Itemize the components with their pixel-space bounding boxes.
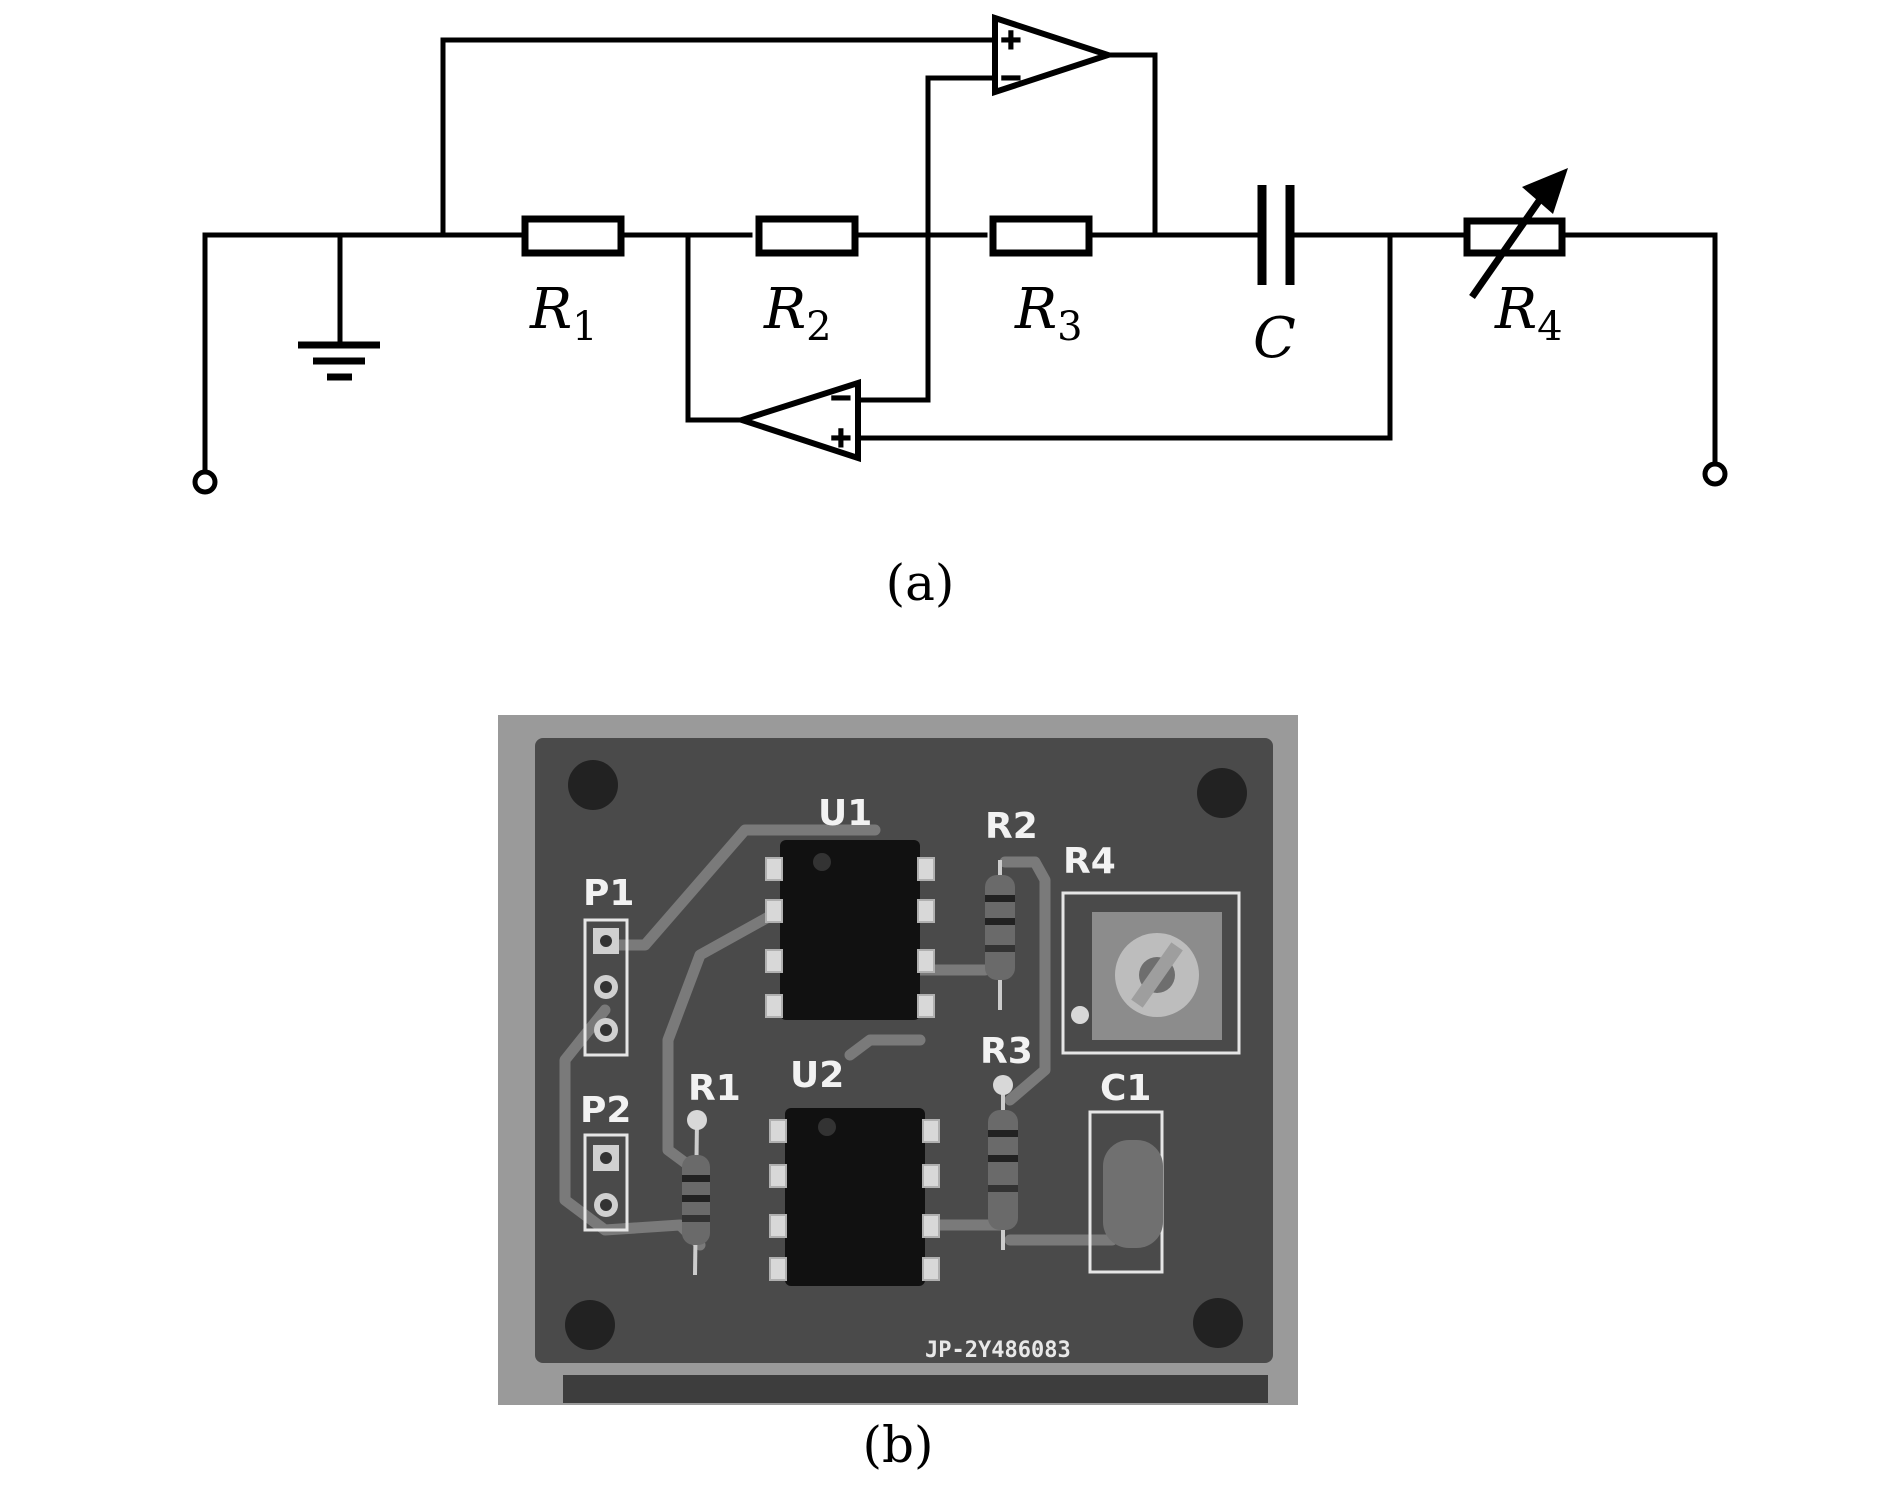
opamp-bottom-symbol <box>732 378 861 463</box>
mounting-hole <box>1197 768 1247 818</box>
pcb-trace <box>599 824 881 951</box>
pcb-board-edge <box>563 1375 1268 1403</box>
silk-c1: C1 <box>1100 1068 1151 1109</box>
capacitor-symbol <box>1257 185 1295 285</box>
silk-u1: U1 <box>818 793 872 834</box>
schematic-panel-a: + − − + R1 R2 R3 C R4 (a) <box>192 13 1728 612</box>
potentiometer-r4-part <box>1061 891 1241 1055</box>
opamp-bottom-plus-sign: + <box>830 423 852 453</box>
variable-resistor-r4-symbol <box>1463 168 1568 300</box>
silk-board-id: JP-2Y486083 <box>925 1338 1071 1363</box>
left-terminal-node <box>192 469 218 495</box>
opamp-top-output-wire <box>1105 52 1158 238</box>
resistor-r1-part <box>682 1110 710 1276</box>
silk-r1: R1 <box>688 1068 741 1109</box>
mounting-hole <box>1193 1298 1243 1348</box>
mounting-hole <box>565 1300 615 1350</box>
silk-r3: R3 <box>980 1031 1033 1072</box>
right-terminal-node <box>1702 461 1728 487</box>
label-c: C <box>1253 306 1296 371</box>
silk-r2: R2 <box>985 806 1038 847</box>
opamp-top-plus-sign: + <box>1000 25 1022 55</box>
opamp-bottom-minus-sign: − <box>830 383 852 413</box>
opamp-top-minus-sign: − <box>1000 63 1022 93</box>
ground-symbol <box>298 232 380 381</box>
label-r3: R3 <box>1014 277 1083 350</box>
label-r4: R4 <box>1494 277 1563 350</box>
header-p1 <box>583 918 629 1057</box>
mounting-hole <box>568 760 618 810</box>
silk-r4: R4 <box>1063 841 1116 882</box>
label-r2: R2 <box>763 277 832 350</box>
opamp-top-minus-wire <box>855 75 998 403</box>
silk-u2: U2 <box>790 1055 844 1096</box>
resistor-r2-part <box>985 860 1015 1010</box>
pcb-trace <box>999 856 1051 1106</box>
header-p2 <box>583 1133 629 1232</box>
opamp-top-plus-wire <box>440 37 998 238</box>
pcb-photo-panel-b: U1 U2 R1 R2 R3 R4 C1 P1 P2 JP-2Y486083 (… <box>498 715 1298 1474</box>
resistor-r3-part <box>988 1075 1018 1250</box>
resistor-r2-symbol <box>755 215 859 257</box>
caption-b: (b) <box>862 1416 933 1474</box>
silk-p1: P1 <box>583 873 634 914</box>
capacitor-c1-part <box>1088 1110 1164 1274</box>
caption-a: (a) <box>886 554 955 612</box>
resistor-r3-symbol <box>989 215 1093 257</box>
pcb-trace <box>844 1034 926 1061</box>
label-r1: R1 <box>529 277 598 350</box>
silk-p2: P2 <box>580 1090 631 1131</box>
opamp-bottom-plus-wire <box>855 232 1393 441</box>
chip-u1 <box>765 840 935 1020</box>
pcb-trace <box>662 904 787 1176</box>
opamp-top-symbol <box>992 13 1118 97</box>
chip-u2 <box>769 1108 940 1286</box>
resistor-r1-symbol <box>521 215 625 257</box>
opamp-bottom-output-wire <box>685 232 745 423</box>
